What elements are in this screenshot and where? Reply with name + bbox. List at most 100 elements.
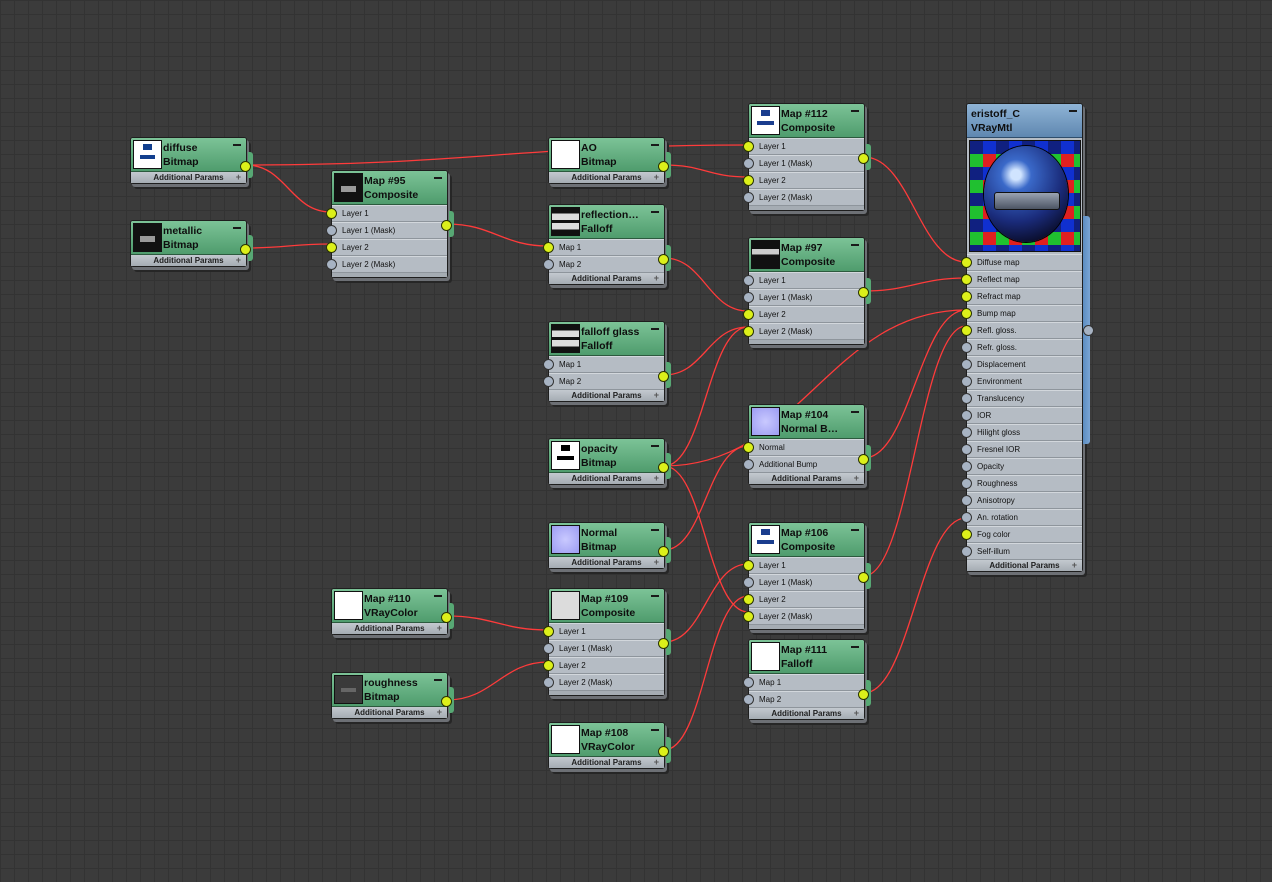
expand-plus-icon[interactable]: +	[653, 172, 659, 182]
material-slot-refr-gloss-[interactable]: Refr. gloss.	[961, 339, 1082, 356]
material-slot-bump-map[interactable]: Bump map	[961, 305, 1082, 322]
input-socket[interactable]	[961, 478, 972, 489]
slot-layer-1[interactable]: Layer 1	[743, 138, 864, 155]
input-socket[interactable]	[543, 242, 554, 253]
collapse-button[interactable]	[651, 208, 660, 216]
material-slot-ior[interactable]: IOR	[961, 407, 1082, 424]
slot-layer-1[interactable]: Layer 1	[743, 557, 864, 574]
output-socket[interactable]	[658, 746, 669, 757]
slot-layer-2[interactable]: Layer 2	[743, 306, 864, 323]
input-socket[interactable]	[743, 292, 754, 303]
output-socket[interactable]	[858, 454, 869, 465]
material-slot-fresnel-ior[interactable]: Fresnel IOR	[961, 441, 1082, 458]
material-slot-refl-gloss-[interactable]: Refl. gloss.	[961, 322, 1082, 339]
collapse-button[interactable]	[851, 643, 860, 651]
material-slot-opacity[interactable]: Opacity	[961, 458, 1082, 475]
input-socket[interactable]	[961, 393, 972, 404]
material-slot-an-rotation[interactable]: An. rotation	[961, 509, 1082, 526]
output-socket[interactable]	[441, 696, 452, 707]
slot-layer-1[interactable]: Layer 1	[326, 205, 447, 222]
slot-layer-1-mask-[interactable]: Layer 1 (Mask)	[743, 574, 864, 591]
input-socket[interactable]	[543, 259, 554, 270]
input-socket[interactable]	[326, 225, 337, 236]
material-slot-diffuse-map[interactable]: Diffuse map	[961, 254, 1082, 271]
material-output-socket[interactable]	[1083, 325, 1094, 336]
expand-plus-icon[interactable]: +	[235, 255, 241, 265]
material-slot-fog-color[interactable]: Fog color	[961, 526, 1082, 543]
input-socket[interactable]	[961, 512, 972, 523]
slot-layer-2[interactable]: Layer 2	[743, 172, 864, 189]
collapse-button[interactable]	[1069, 107, 1078, 115]
output-socket[interactable]	[441, 612, 452, 623]
input-socket[interactable]	[961, 546, 972, 557]
input-socket[interactable]	[961, 257, 972, 268]
output-socket[interactable]	[858, 689, 869, 700]
input-socket[interactable]	[743, 275, 754, 286]
material-slot-anisotropy[interactable]: Anisotropy	[961, 492, 1082, 509]
input-socket[interactable]	[743, 577, 754, 588]
slot-layer-2[interactable]: Layer 2	[543, 657, 664, 674]
additional-params-rollout[interactable]: Additional Params+	[749, 473, 864, 484]
collapse-button[interactable]	[651, 726, 660, 734]
node-header[interactable]: reflection…Falloff	[549, 205, 664, 239]
expand-plus-icon[interactable]: +	[436, 707, 442, 717]
input-socket[interactable]	[961, 529, 972, 540]
slot-layer-1-mask-[interactable]: Layer 1 (Mask)	[543, 640, 664, 657]
output-socket[interactable]	[658, 546, 669, 557]
output-socket[interactable]	[658, 371, 669, 382]
output-socket[interactable]	[858, 572, 869, 583]
input-socket[interactable]	[326, 242, 337, 253]
input-socket[interactable]	[743, 192, 754, 203]
material-slot-roughness[interactable]: Roughness	[961, 475, 1082, 492]
output-socket[interactable]	[658, 161, 669, 172]
collapse-button[interactable]	[651, 592, 660, 600]
slot-layer-1[interactable]: Layer 1	[743, 272, 864, 289]
slot-layer-2-mask-[interactable]: Layer 2 (Mask)	[743, 608, 864, 625]
output-socket[interactable]	[658, 462, 669, 473]
expand-plus-icon[interactable]: +	[653, 473, 659, 483]
expand-plus-icon[interactable]: +	[653, 757, 659, 767]
collapse-button[interactable]	[651, 442, 660, 450]
input-socket[interactable]	[543, 359, 554, 370]
input-socket[interactable]	[961, 376, 972, 387]
input-socket[interactable]	[543, 626, 554, 637]
expand-plus-icon[interactable]: +	[653, 273, 659, 283]
collapse-button[interactable]	[233, 224, 242, 232]
input-socket[interactable]	[743, 175, 754, 186]
output-socket[interactable]	[858, 153, 869, 164]
output-socket[interactable]	[240, 244, 251, 255]
additional-params-rollout[interactable]: Additional Params+	[749, 708, 864, 719]
material-slot-hilight-gloss[interactable]: Hilight gloss	[961, 424, 1082, 441]
input-socket[interactable]	[743, 560, 754, 571]
input-socket[interactable]	[961, 308, 972, 319]
slot-layer-2-mask-[interactable]: Layer 2 (Mask)	[326, 256, 447, 273]
input-socket[interactable]	[961, 325, 972, 336]
collapse-button[interactable]	[651, 141, 660, 149]
input-socket[interactable]	[961, 410, 972, 421]
collapse-button[interactable]	[651, 325, 660, 333]
material-slot-environment[interactable]: Environment	[961, 373, 1082, 390]
additional-params-rollout[interactable]: Additional Params+	[332, 623, 447, 634]
additional-params-rollout[interactable]: Additional Params+	[131, 255, 246, 266]
collapse-button[interactable]	[851, 408, 860, 416]
